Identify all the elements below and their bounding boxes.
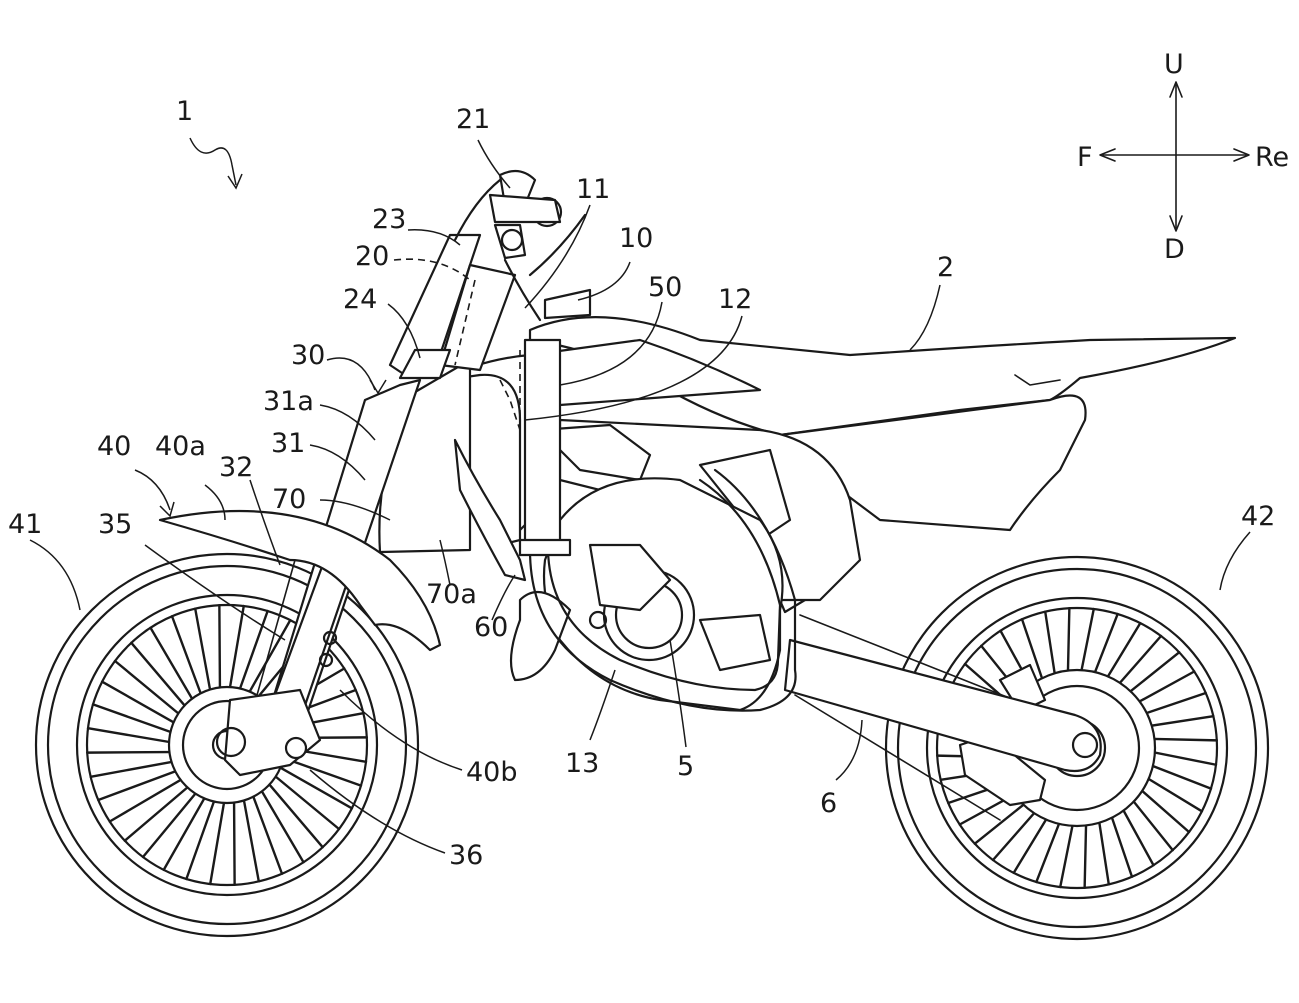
engine — [509, 477, 784, 712]
label-40: 40 — [97, 431, 131, 462]
handlebar — [453, 169, 587, 322]
label-60: 60 — [474, 612, 508, 643]
label-23: 23 — [372, 204, 406, 235]
radiator-panel — [453, 438, 572, 582]
label-20: 20 — [355, 241, 389, 272]
label-42: 42 — [1241, 501, 1275, 532]
leader-lines — [29, 137, 1251, 854]
label-11: 11 — [576, 174, 610, 205]
label-70: 70 — [272, 484, 306, 515]
label-5: 5 — [677, 751, 694, 782]
seat-and-rear-body — [528, 288, 1237, 532]
label-21: 21 — [456, 104, 490, 135]
label-35: 35 — [98, 509, 132, 540]
direction-labels: U D F Re — [1077, 49, 1289, 265]
label-70a: 70a — [426, 579, 477, 610]
label-2: 2 — [937, 252, 954, 283]
reference-labels: 1 21 11 10 23 20 50 12 2 24 30 31a 31 40… — [8, 96, 1275, 871]
direction-down-label: D — [1164, 234, 1185, 265]
label-13: 13 — [565, 748, 599, 779]
swing-arm — [783, 614, 1102, 821]
direction-up-label: U — [1164, 49, 1184, 80]
label-31a: 31a — [263, 386, 314, 417]
label-50: 50 — [648, 272, 682, 303]
label-40a: 40a — [155, 431, 206, 462]
steering-head-area — [388, 233, 517, 380]
label-6: 6 — [820, 788, 837, 819]
direction-front-label: F — [1077, 142, 1093, 173]
label-12: 12 — [718, 284, 752, 315]
label-31: 31 — [271, 428, 305, 459]
label-1: 1 — [176, 96, 193, 127]
label-41: 41 — [8, 509, 42, 540]
rear-wheel — [884, 555, 1270, 941]
direction-indicator — [1099, 81, 1250, 232]
label-24: 24 — [343, 284, 377, 315]
frame-downtube — [528, 468, 797, 712]
label-36: 36 — [449, 840, 483, 871]
label-40b: 40b — [466, 757, 518, 788]
label-30: 30 — [291, 340, 325, 371]
label-10: 10 — [619, 223, 653, 254]
label-32: 32 — [219, 452, 253, 483]
direction-rear-label: Re — [1255, 142, 1289, 173]
